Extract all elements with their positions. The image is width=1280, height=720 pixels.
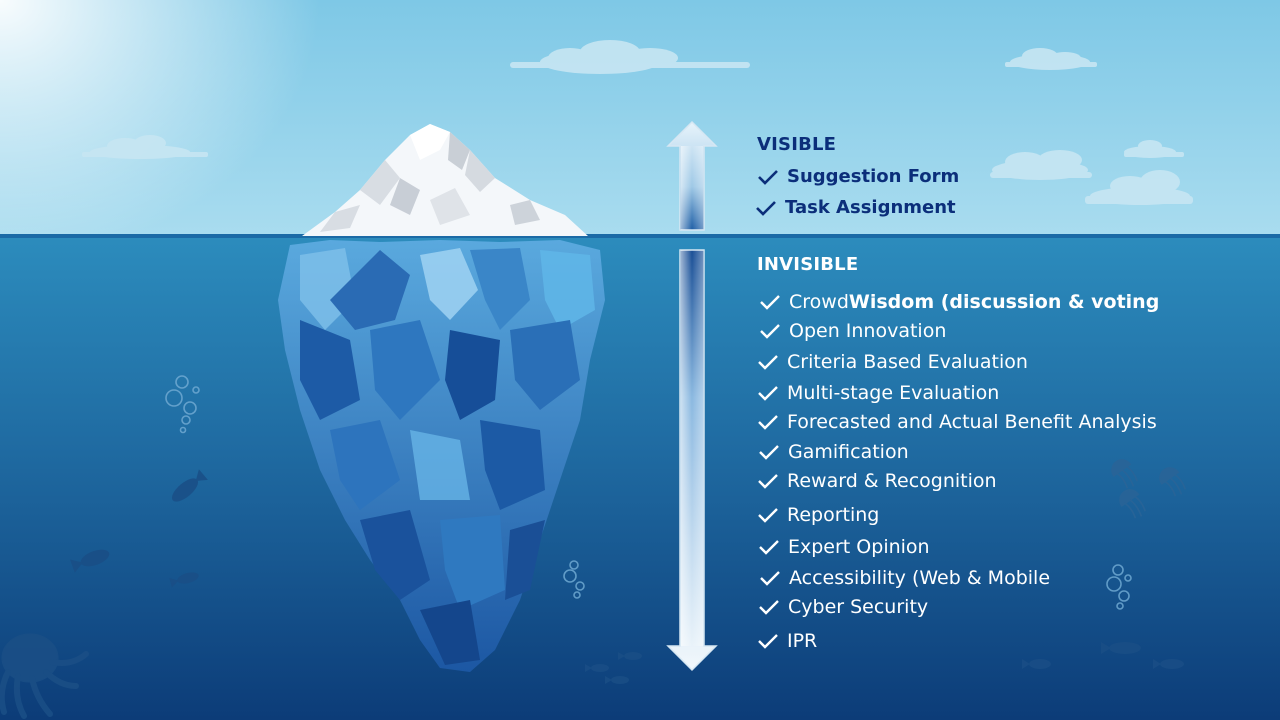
arrow-down-icon [666,249,718,672]
check-icon [760,324,780,339]
fish-icon [585,664,609,672]
check-icon [758,415,778,430]
invisible-item-label: Gamification [788,441,909,463]
cloud-icon [1005,48,1097,70]
invisible-list-item: IPR [757,630,817,652]
check-icon [760,295,780,310]
cloud-icon [990,150,1092,180]
jellyfish-icon [1119,489,1146,519]
check-icon [759,600,779,615]
visible-list-item: Task Assignment [755,197,956,218]
check-icon [758,355,778,370]
invisible-item-label: Open Innovation [789,320,947,342]
octopus-icon [0,633,89,719]
bubbles-icon [563,560,585,599]
invisible-item-label: Expert Opinion [788,536,930,558]
jellyfish-icon [1111,459,1138,489]
invisible-list-item: Gamification [758,441,909,463]
cloud-icon [510,40,750,74]
visible-list-item: Suggestion Form [757,166,959,187]
check-icon [758,386,778,401]
jellyfish-icon [1159,467,1186,497]
invisible-list-item: Open Innovation [759,320,946,342]
invisible-list-item: Reporting [757,504,879,526]
fish-icon [70,549,110,573]
check-icon [758,634,778,649]
invisible-item-label: Multi-stage Evaluation [787,382,1000,404]
invisible-heading: INVISIBLE [757,254,859,275]
bubbles-icon [165,375,200,434]
fish-icon [1153,659,1184,669]
invisible-list-item: Crowd Wisdom (discussion & voting [759,291,1159,313]
invisible-list-item: Reward & Recognition [757,470,997,492]
fish-icon [169,572,199,588]
visible-item-label: Suggestion Form [787,166,960,187]
fish-icon [1022,659,1051,669]
invisible-item-label: Reward & Recognition [787,470,997,492]
check-icon [756,200,776,216]
invisible-item-label: Cyber Security [788,596,929,618]
invisible-item-label-normal: Crowd [789,291,849,313]
visible-item-label: Task Assignment [785,197,956,218]
fish-icon [1101,642,1141,654]
sun-glow [0,0,420,236]
invisible-item-label: Criteria Based Evaluation [787,351,1028,373]
visible-heading: VISIBLE [757,134,837,155]
invisible-item-label-bold: Wisdom (discussion & voting [848,291,1160,313]
arrow-up-icon [666,120,718,231]
check-icon [758,474,778,489]
check-icon [759,445,779,460]
invisible-item-label: Reporting [787,504,880,526]
invisible-item-label: IPR [787,630,818,652]
water-background [0,236,1280,720]
cloud-icon [1085,170,1193,205]
fish-icon [171,469,208,502]
iceberg-icon [278,124,605,672]
invisible-list-item: Criteria Based Evaluation [757,351,1028,373]
cloud-icon [1124,140,1184,158]
check-icon [759,540,779,555]
fish-icon [605,676,629,684]
check-icon [758,169,778,185]
invisible-list-item: Multi-stage Evaluation [757,382,999,404]
waterline [0,234,1280,238]
invisible-item-label: Forecasted and Actual Benefit Analysis [787,411,1157,433]
check-icon [758,508,778,523]
invisible-list-item: Expert Opinion [758,536,930,558]
fish-icon [618,652,642,660]
invisible-list-item: Forecasted and Actual Benefit Analysis [757,411,1157,433]
invisible-list-item: Accessibility (Web & Mobile [759,567,1050,589]
invisible-list-item: Cyber Security [758,596,928,618]
check-icon [760,571,780,586]
bubbles-icon [1106,564,1132,610]
invisible-item-label: Accessibility (Web & Mobile [789,567,1051,589]
cloud-icon [82,135,208,159]
